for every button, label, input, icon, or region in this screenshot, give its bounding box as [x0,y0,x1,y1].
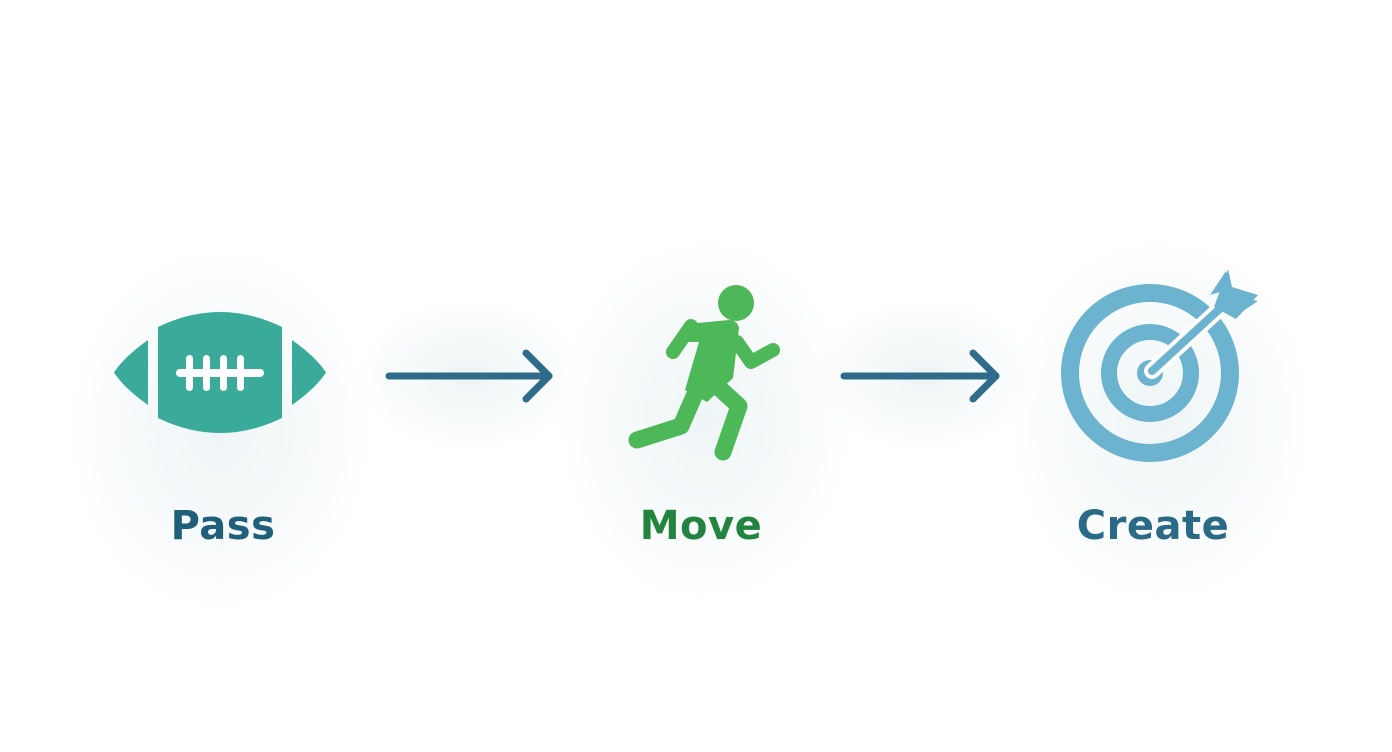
step-label-move: Move [639,503,763,549]
step-create [1058,265,1268,470]
football-icon [114,312,326,433]
step-label-create: Create [1076,503,1230,549]
step-move [625,282,785,467]
step-label-pass: Pass [170,503,276,549]
target-arrow-icon [1061,269,1258,462]
connector-2 [840,347,1004,405]
connector-1 [385,347,557,405]
arrow-right-icon [840,349,1000,403]
step-pass [110,305,330,440]
running-person-icon [628,285,780,461]
move-glow [560,240,850,600]
arrow-right-icon [385,349,553,403]
